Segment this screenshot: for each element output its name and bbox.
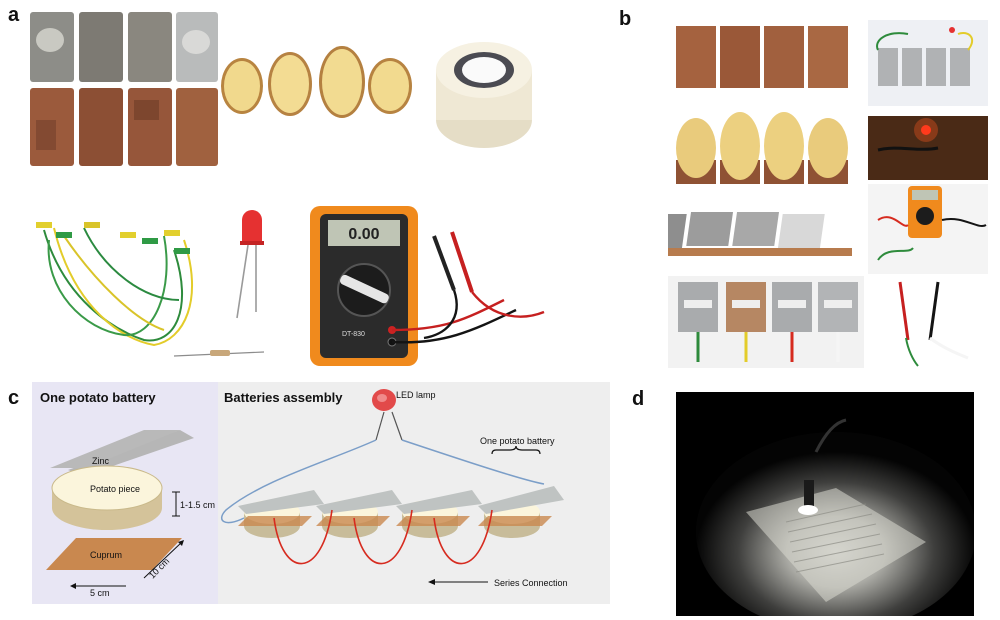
blue-wire-left [221,439,377,524]
led-glowing-photo [868,116,988,180]
zinc-plates-photo [30,12,218,82]
led-lamp-label: LED lamp [396,390,436,400]
thickness-label: 1-1.5 cm [180,500,215,510]
battery-cell-2 [316,490,402,538]
copper-plates-photo [30,88,218,166]
copper-plates-row [676,26,848,88]
battery-cell-4 [478,486,564,538]
panel-label-a: a [8,4,20,26]
multimeter-probes-photo [391,231,545,344]
blue-wire-right [401,439,545,485]
single-battery-diagram: Zinc Potato piece 1-1.5 cm Cuprum 5 cm 1… [46,430,215,598]
panel-a-materials: 0.00 DT-830 [30,12,545,366]
panel-label-d: d [632,388,645,410]
potato-piece-label: Potato piece [90,484,140,494]
tape-roll-photo [436,42,532,148]
panel-label-b: b [619,8,632,30]
battery-cell-1 [238,490,324,538]
panel-label-c: c [8,387,20,409]
series-connection-label: Series Connection [494,578,568,588]
width-label: 5 cm [90,588,110,598]
probe-measurement-photo [868,278,988,368]
panel-c-diagram: One potato battery Batteries assembly Zi… [32,382,610,604]
multimeter-model-text: DT-830 [342,331,365,338]
wired-batteries-row [668,276,864,368]
alligator-wires-photo [36,222,193,347]
potato-slices-photo [221,46,412,118]
led-lamp-symbol: LED lamp [372,389,436,411]
panel-d-reading-photo [676,392,974,616]
battery-with-led-photo [868,20,988,106]
zinc-label: Zinc [92,456,110,466]
multimeter-reading-photo [868,184,988,274]
battery-cell-3 [396,490,482,538]
potatoes-on-copper-row [676,112,848,184]
led-photo [236,210,264,319]
multimeter-display-text: 0.00 [348,226,379,243]
one-potato-battery-title: One potato battery [40,390,156,405]
batteries-assembly-title: Batteries assembly [224,390,343,405]
red-series-wires [273,509,493,565]
cuprum-label: Cuprum [90,550,122,560]
panel-b-assembly-photos [668,20,990,368]
multimeter-photo: 0.00 DT-830 [310,206,418,366]
one-potato-battery-label: One potato battery [480,436,555,446]
resistor-photo [173,350,265,357]
